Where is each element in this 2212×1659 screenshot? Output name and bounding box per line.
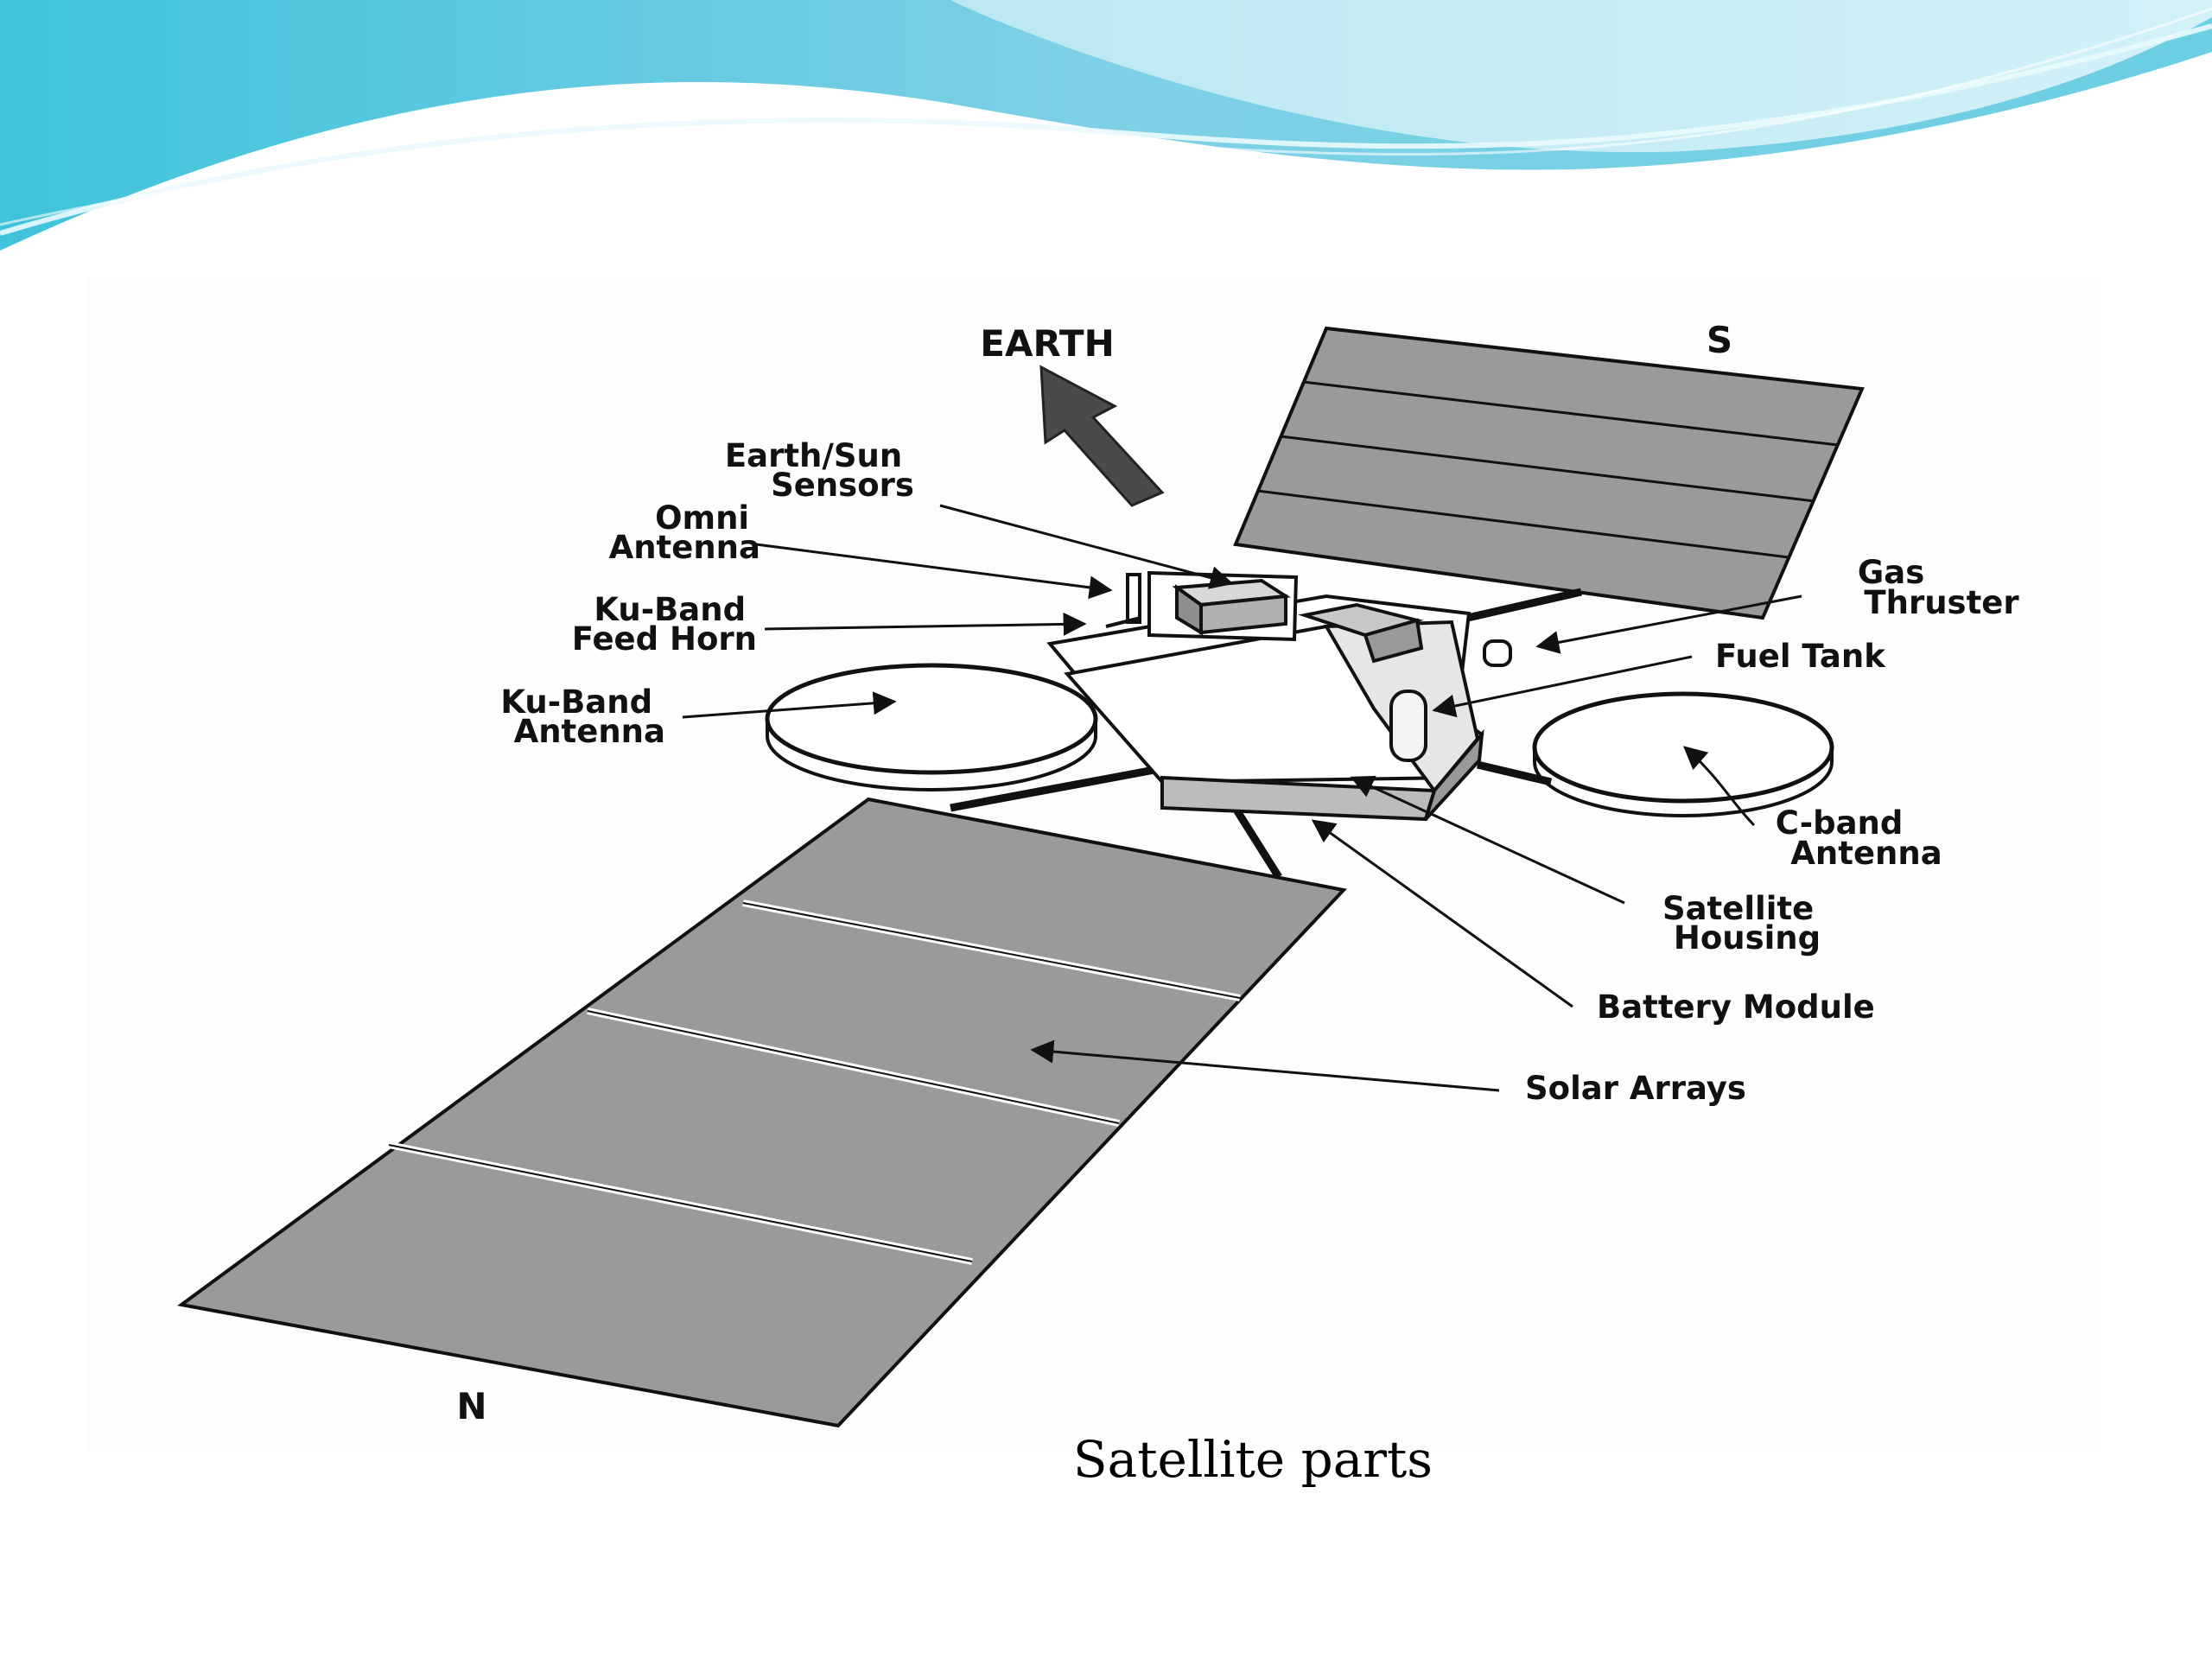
leader-earth-sun-sensors <box>939 504 1234 589</box>
label-ku-band-antenna: Ku-Band Antenna <box>500 683 665 750</box>
south-solar-array <box>1233 326 1865 620</box>
north-label: N <box>456 1385 486 1427</box>
leader-satellite-housing <box>1350 775 1625 905</box>
leader-fuel-tank <box>1432 655 1693 718</box>
c-band-antenna-dish <box>1532 691 1834 817</box>
label-satellite-housing: Satellite Housing <box>1662 890 1825 957</box>
top-equipment <box>1105 570 1424 664</box>
figure-caption: Satellite parts <box>1072 1430 1433 1489</box>
north-solar-array <box>177 797 1347 1428</box>
leader-c-band-antenna <box>1682 746 1756 827</box>
leader-omni-antenna <box>755 543 1113 600</box>
label-earth-sun-sensors: Earth/Sun Sensors <box>725 437 914 504</box>
label-omni-antenna: Omni Antenna <box>609 499 760 566</box>
leader-ku-band-feed-horn <box>764 612 1087 636</box>
label-fuel-tank: Fuel Tank <box>1715 638 1886 675</box>
label-c-band-antenna: C-band Antenna <box>1776 804 1942 872</box>
earth-direction-arrow <box>1039 365 1165 507</box>
slide-header-wave <box>0 0 2212 251</box>
south-label: S <box>1707 319 1732 361</box>
leader-solar-arrays <box>1030 1039 1500 1092</box>
leader-battery-module <box>1311 819 1573 1008</box>
satellite-housing-body <box>1046 594 1512 822</box>
label-solar-arrays: Solar Arrays <box>1525 1070 1746 1107</box>
label-ku-band-feed-horn: Ku-Band Feed Horn <box>572 591 757 658</box>
label-gas-thruster: Gas Thruster <box>1858 554 2019 621</box>
leader-ku-band-antenna <box>682 691 897 719</box>
earth-direction-label: EARTH <box>980 322 1114 365</box>
leader-lines <box>682 504 1802 1092</box>
leader-gas-thruster <box>1535 594 1802 654</box>
ku-band-antenna-dish <box>765 663 1098 791</box>
label-battery-module: Battery Module <box>1597 988 1875 1026</box>
